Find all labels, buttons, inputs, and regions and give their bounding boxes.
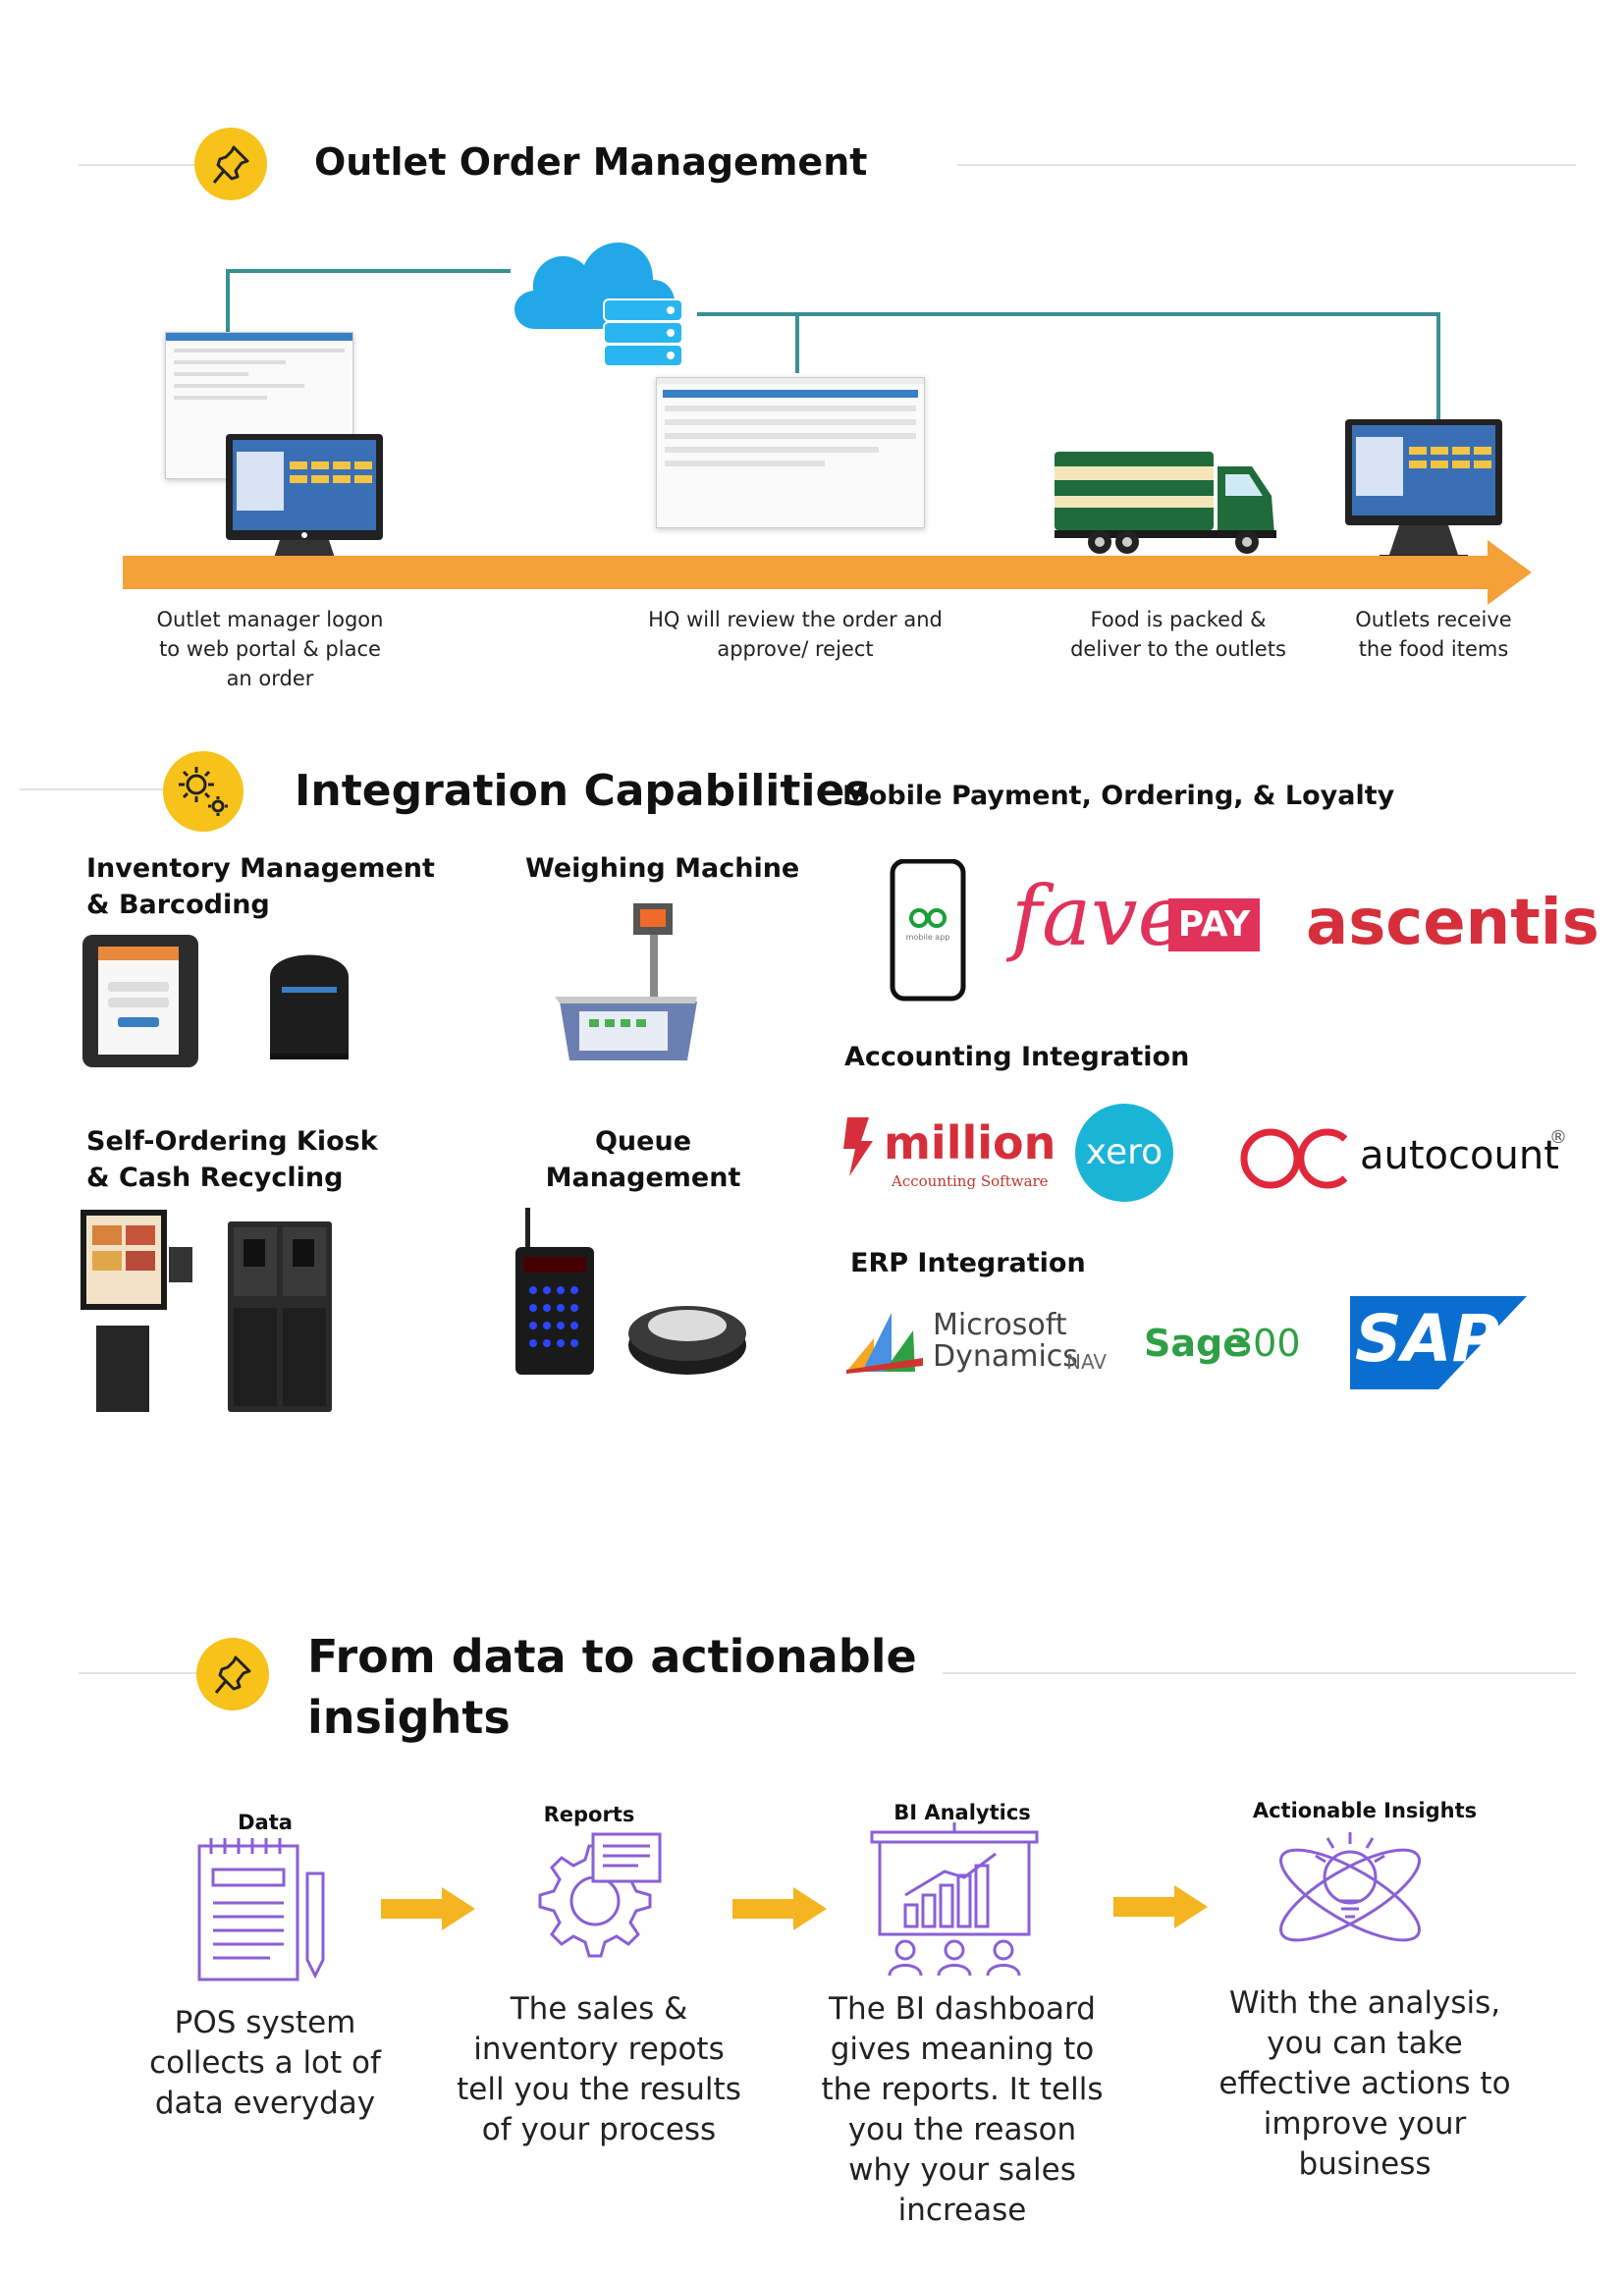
- divider: [79, 1672, 196, 1674]
- step-desc-data: POS system collects a lot of data everyd…: [149, 2005, 381, 2121]
- pin-icon: [194, 128, 267, 200]
- step-label-actionable: Actionable Insights: [1252, 1799, 1478, 1822]
- step-desc-reports: The sales & inventory repots tell you th…: [457, 1991, 741, 2147]
- step-caption-4: Outlets receive the food items: [1355, 608, 1512, 661]
- step-label-data: Data: [238, 1811, 293, 1834]
- arrow-icon: [381, 1887, 475, 1930]
- arrow-icon: [732, 1887, 827, 1930]
- divider: [957, 164, 1576, 166]
- mobile-app-text: mobile app: [905, 933, 950, 942]
- autocount-logo-mark: [1240, 1128, 1348, 1189]
- fave-logo: fave: [1011, 868, 1187, 964]
- step-label-bi: BI Analytics: [893, 1801, 1031, 1824]
- handheld-device-icon: [82, 935, 198, 1067]
- divider: [79, 164, 196, 166]
- step-caption-3: Food is packed & deliver to the outlets: [1070, 608, 1286, 661]
- divider: [943, 1672, 1576, 1674]
- reports-gear-icon: [538, 1832, 662, 1958]
- arrow-icon: [123, 540, 1532, 605]
- dynamics-text: Dynamics: [933, 1339, 1078, 1374]
- step-desc-actionable: With the analysis, you can take effectiv…: [1218, 1985, 1511, 2182]
- section-title: From data to actionable insights: [307, 1626, 917, 1748]
- pos-terminal-icon: [1345, 419, 1502, 561]
- step-caption-1: Outlet manager logon to web portal & pla…: [156, 608, 384, 690]
- bi-dashboard-icon: [870, 1822, 1039, 1977]
- arrow-icon: [1113, 1885, 1208, 1928]
- hq-review-screenshot: [656, 377, 925, 528]
- sap-logo-shape: [1350, 1296, 1527, 1389]
- smartphone-icon: [890, 859, 966, 1002]
- autocount-logo: autocount: [1360, 1133, 1559, 1178]
- cloud-server-icon: [514, 243, 683, 367]
- step-desc-bi: The BI dashboard gives meaning to the re…: [821, 1991, 1104, 2228]
- weighing-label: Weighing Machine: [525, 853, 800, 884]
- insights-bulb-icon: [1279, 1832, 1421, 1942]
- queue-label: Queue Management: [545, 1126, 741, 1193]
- delivery-truck-icon: [1055, 452, 1276, 554]
- data-document-icon: [197, 1838, 325, 1981]
- million-logo-mark: [843, 1117, 873, 1176]
- pin-icon: [196, 1638, 269, 1710]
- nav-text: NAV: [1066, 1350, 1108, 1374]
- section-title-line: From data to actionable: [307, 1630, 917, 1683]
- dynamics-logo-mark: [846, 1313, 923, 1374]
- printer-icon: [270, 954, 349, 1059]
- pager-icon: [515, 1208, 746, 1375]
- section-title-line: insights: [307, 1691, 511, 1744]
- million-logo: million: [884, 1116, 1056, 1169]
- section-title: Integration Capabilities: [295, 766, 871, 816]
- weighing-scale-icon: [555, 903, 697, 1060]
- gear-icon: [163, 751, 244, 832]
- accounting-title: Accounting Integration: [844, 1042, 1190, 1072]
- step-label-reports: Reports: [543, 1803, 635, 1826]
- kiosk-label: Self-Ordering Kiosk & Cash Recycling: [86, 1126, 378, 1193]
- kiosk-icon: [81, 1210, 192, 1412]
- sage-version: 300: [1229, 1322, 1301, 1365]
- connector-lines: [226, 269, 1440, 420]
- xero-logo: xero: [1075, 1104, 1173, 1202]
- mobile-payment-title: Mobile Payment, Ordering, & Loyalty: [842, 781, 1395, 811]
- step-caption-2: HQ will review the order and approve/ re…: [648, 608, 943, 661]
- million-subtitle: Accounting Software: [892, 1172, 1049, 1190]
- section-title: Outlet Order Management: [314, 140, 868, 184]
- fave-pay-badge: PAY: [1168, 898, 1260, 951]
- registered-mark: ®: [1549, 1127, 1567, 1148]
- divider: [20, 788, 167, 790]
- sage-logo: Sage: [1144, 1322, 1248, 1365]
- erp-title: ERP Integration: [850, 1248, 1086, 1278]
- cash-recycler-icon: [228, 1221, 332, 1412]
- sap-logo: SAP: [1355, 1301, 1499, 1377]
- microsoft-text: Microsoft: [933, 1308, 1067, 1342]
- inventory-label: Inventory Management & Barcoding: [86, 853, 435, 920]
- ascentis-logo: ascentis: [1306, 887, 1599, 959]
